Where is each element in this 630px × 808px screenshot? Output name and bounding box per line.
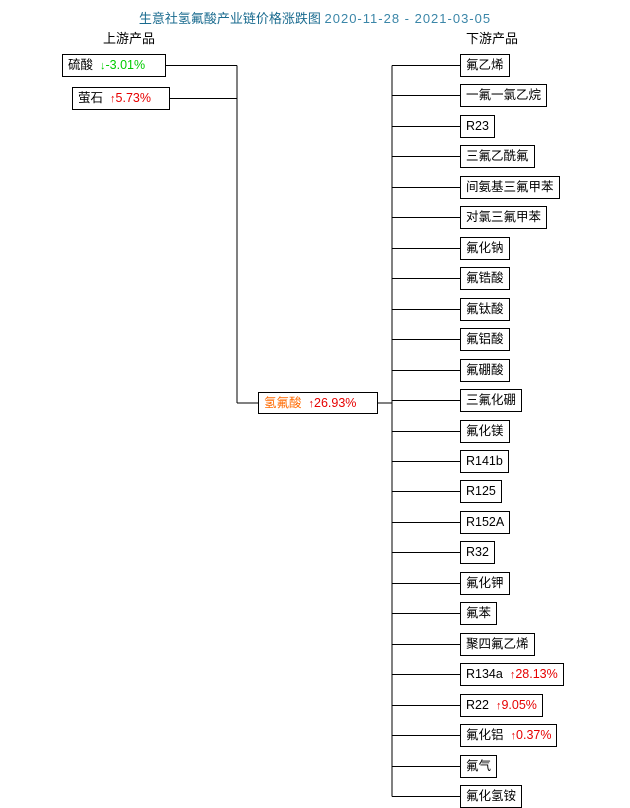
node-change-up: ↑26.93% — [309, 396, 357, 410]
arrow-up-icon: ↑ — [510, 730, 517, 742]
node-change-up: ↑5.73% — [110, 91, 151, 105]
node-label: R32 — [466, 545, 489, 559]
downstream-node-15[interactable]: R152A — [460, 511, 511, 534]
page-title: 生意社氢氟酸产业链价格涨跌图 2020-11-28 - 2021-03-05 — [0, 8, 630, 27]
downstream-node-6[interactable]: 氟化钠 — [460, 237, 510, 260]
upstream-column-header: 上游产品 — [103, 31, 156, 46]
node-change-up: ↑0.37% — [511, 728, 552, 742]
node-label: R141b — [466, 454, 503, 468]
downstream-node-18[interactable]: 氟苯 — [460, 602, 498, 625]
node-label: 聚四氟乙烯 — [466, 637, 529, 651]
downstream-node-16[interactable]: R32 — [460, 541, 495, 564]
downstream-node-7[interactable]: 氟锆酸 — [460, 267, 510, 290]
node-label: R125 — [466, 484, 496, 498]
node-change-value: 9.05% — [501, 698, 537, 712]
downstream-node-23[interactable]: 氟气 — [460, 755, 498, 778]
node-change-value: 5.73% — [115, 91, 151, 105]
node-label: 对氯三氟甲苯 — [466, 210, 542, 224]
node-change-down: ↓-3.01% — [100, 58, 145, 72]
downstream-node-17[interactable]: 氟化钾 — [460, 572, 510, 595]
upstream-node-1[interactable]: 萤石 ↑5.73% — [72, 87, 170, 110]
downstream-node-9[interactable]: 氟铝酸 — [460, 328, 510, 351]
node-label: R134a — [466, 667, 503, 681]
downstream-node-8[interactable]: 氟钛酸 — [460, 298, 510, 321]
downstream-node-0[interactable]: 氟乙烯 — [460, 54, 510, 77]
downstream-node-12[interactable]: 氟化镁 — [460, 420, 510, 443]
downstream-column-header: 下游产品 — [466, 31, 519, 46]
downstream-node-24[interactable]: 氟化氢铵 — [460, 785, 523, 808]
downstream-node-22[interactable]: 氟化铝 ↑0.37% — [460, 724, 558, 747]
center-node-hydrofluoric-acid[interactable]: 氢氟酸 ↑26.93% — [258, 392, 378, 414]
downstream-node-11[interactable]: 三氟化硼 — [460, 389, 523, 412]
node-change-value: 0.37% — [516, 728, 552, 742]
node-change-value: 26.93% — [314, 396, 357, 410]
downstream-node-3[interactable]: 三氟乙酰氟 — [460, 145, 535, 168]
node-label: 氟锆酸 — [466, 271, 504, 285]
node-label: 氟乙烯 — [466, 58, 504, 72]
page-title-main: 生意社氢氟酸产业链价格涨跌图 — [138, 11, 321, 26]
page-title-range: 2020-11-28 - 2021-03-05 — [324, 11, 492, 26]
node-label: 氟化钾 — [466, 576, 504, 590]
node-label: 一氟一氯乙烷 — [466, 88, 542, 102]
downstream-node-2[interactable]: R23 — [460, 115, 495, 138]
node-label: 氟苯 — [466, 606, 492, 620]
node-label: 氟气 — [466, 759, 492, 773]
downstream-node-19[interactable]: 聚四氟乙烯 — [460, 633, 535, 656]
node-change-value: -3.01% — [105, 58, 146, 72]
downstream-node-21[interactable]: R22 ↑9.05% — [460, 694, 543, 717]
node-label: 氟化铝 — [466, 728, 504, 742]
downstream-node-5[interactable]: 对氯三氟甲苯 — [460, 206, 548, 229]
downstream-node-14[interactable]: R125 — [460, 480, 502, 503]
node-label: 氟化钠 — [466, 241, 504, 255]
node-label: R23 — [466, 119, 489, 133]
node-label: 硫酸 — [68, 58, 94, 72]
downstream-node-20[interactable]: R134a ↑28.13% — [460, 663, 564, 686]
node-label: 氟钛酸 — [466, 302, 504, 316]
node-label: R22 — [466, 698, 489, 712]
node-label: R152A — [466, 515, 505, 529]
node-label: 氟硼酸 — [466, 363, 504, 377]
downstream-node-10[interactable]: 氟硼酸 — [460, 359, 510, 382]
downstream-node-1[interactable]: 一氟一氯乙烷 — [460, 84, 548, 107]
arrow-up-icon: ↑ — [509, 669, 516, 681]
arrow-up-icon: ↑ — [495, 700, 502, 712]
node-label: 三氟化硼 — [466, 393, 517, 407]
node-label: 氟化氢铵 — [466, 789, 517, 803]
arrow-down-icon: ↓ — [100, 60, 106, 72]
upstream-node-0[interactable]: 硫酸 ↓-3.01% — [62, 54, 166, 77]
node-label: 氟铝酸 — [466, 332, 504, 346]
node-label: 三氟乙酰氟 — [466, 149, 529, 163]
downstream-node-13[interactable]: R141b — [460, 450, 509, 473]
downstream-node-4[interactable]: 间氨基三氟甲苯 — [460, 176, 560, 199]
node-label: 氢氟酸 — [264, 396, 302, 410]
node-change-up: ↑9.05% — [496, 698, 537, 712]
node-change-value: 28.13% — [515, 667, 558, 681]
node-label: 萤石 — [78, 91, 104, 105]
arrow-up-icon: ↑ — [110, 93, 116, 105]
arrow-up-icon: ↑ — [308, 398, 315, 410]
node-label: 间氨基三氟甲苯 — [466, 180, 554, 194]
node-label: 氟化镁 — [466, 424, 504, 438]
node-change-up: ↑28.13% — [510, 667, 558, 681]
